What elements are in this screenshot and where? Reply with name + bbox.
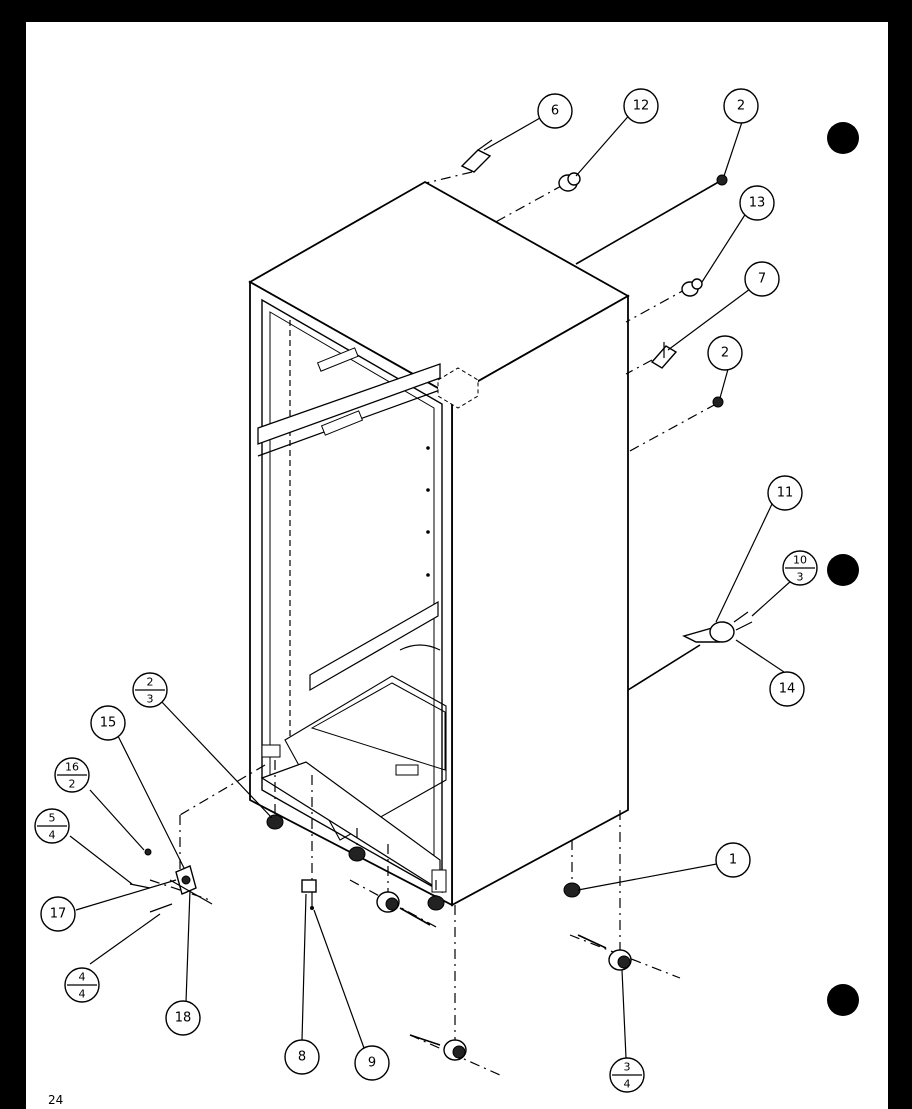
svg-text:2: 2 (147, 676, 154, 689)
svg-text:13: 13 (749, 196, 766, 211)
svg-text:12: 12 (633, 99, 650, 114)
callout-10-3: 10 3 (782, 550, 818, 586)
svg-text:9: 9 (368, 1056, 376, 1071)
svg-text:2: 2 (737, 99, 745, 114)
callout-leaders (69, 111, 793, 1059)
callout-12: 12 (623, 88, 659, 124)
callout-5-4: 5 4 (34, 808, 70, 844)
svg-text:15: 15 (100, 716, 117, 731)
svg-text:4: 4 (79, 971, 86, 984)
leveler-part-center (348, 846, 366, 862)
callout-18: 18 (165, 1000, 201, 1036)
lower-hinge-part (682, 611, 753, 643)
bracket-part (650, 342, 678, 369)
svg-text:4: 4 (49, 829, 56, 842)
parts (129, 139, 753, 1061)
bushing-part (558, 172, 581, 192)
plug-part-top (716, 174, 728, 186)
callout-2-middle: 2 (707, 335, 743, 371)
callout-2-top: 2 (723, 88, 759, 124)
page-number: 24 (48, 1093, 63, 1107)
bottom-hinge-part (129, 848, 213, 913)
callout-6: 6 (537, 93, 573, 129)
binder-hole-top (827, 122, 859, 154)
binder-hole-middle (827, 554, 859, 586)
callout-1: 1 (715, 842, 751, 878)
svg-text:11: 11 (777, 486, 794, 501)
svg-text:3: 3 (624, 1061, 631, 1074)
svg-text:5: 5 (49, 812, 56, 825)
leveler-part-front (427, 895, 445, 911)
svg-text:3: 3 (797, 571, 804, 584)
callout-7: 7 (744, 261, 780, 297)
svg-text:14: 14 (779, 682, 796, 697)
svg-text:6: 6 (551, 104, 559, 119)
refrigerator-cabinet (248, 180, 630, 907)
svg-text:4: 4 (624, 1078, 631, 1091)
svg-text:16: 16 (65, 761, 79, 774)
svg-text:7: 7 (758, 272, 766, 287)
callout-17: 17 (40, 896, 76, 932)
binder-hole-bottom (827, 984, 859, 1016)
callout-4-4: 4 4 (64, 967, 100, 1003)
leveler-part-left (266, 814, 284, 830)
roller-part-front (409, 1034, 467, 1061)
callout-14: 14 (769, 671, 805, 707)
callout-3-4: 3 4 (609, 1057, 645, 1093)
svg-text:10: 10 (793, 554, 807, 567)
plug-part-middle (712, 396, 724, 408)
svg-text:1: 1 (729, 853, 737, 868)
hinge-pin-part (460, 139, 493, 173)
svg-text:2: 2 (69, 778, 76, 791)
rail-bracket-part (301, 879, 317, 910)
roller-part-right (577, 934, 632, 971)
callout-11: 11 (767, 475, 803, 511)
callout-13: 13 (739, 185, 775, 221)
svg-text:4: 4 (79, 988, 86, 1001)
svg-text:18: 18 (175, 1011, 192, 1026)
callout-15: 15 (90, 705, 126, 741)
svg-text:17: 17 (50, 907, 67, 922)
callout-8: 8 (284, 1039, 320, 1075)
svg-text:8: 8 (298, 1050, 306, 1065)
svg-text:2: 2 (721, 346, 729, 361)
bushing-part-2 (681, 278, 703, 297)
roller-part-center (376, 891, 431, 926)
callout-16-2: 16 2 (54, 757, 90, 793)
leveler-part-right (563, 882, 581, 898)
svg-text:3: 3 (147, 693, 154, 706)
callout-2-3: 2 3 (132, 672, 168, 708)
callout-9: 9 (354, 1045, 390, 1081)
